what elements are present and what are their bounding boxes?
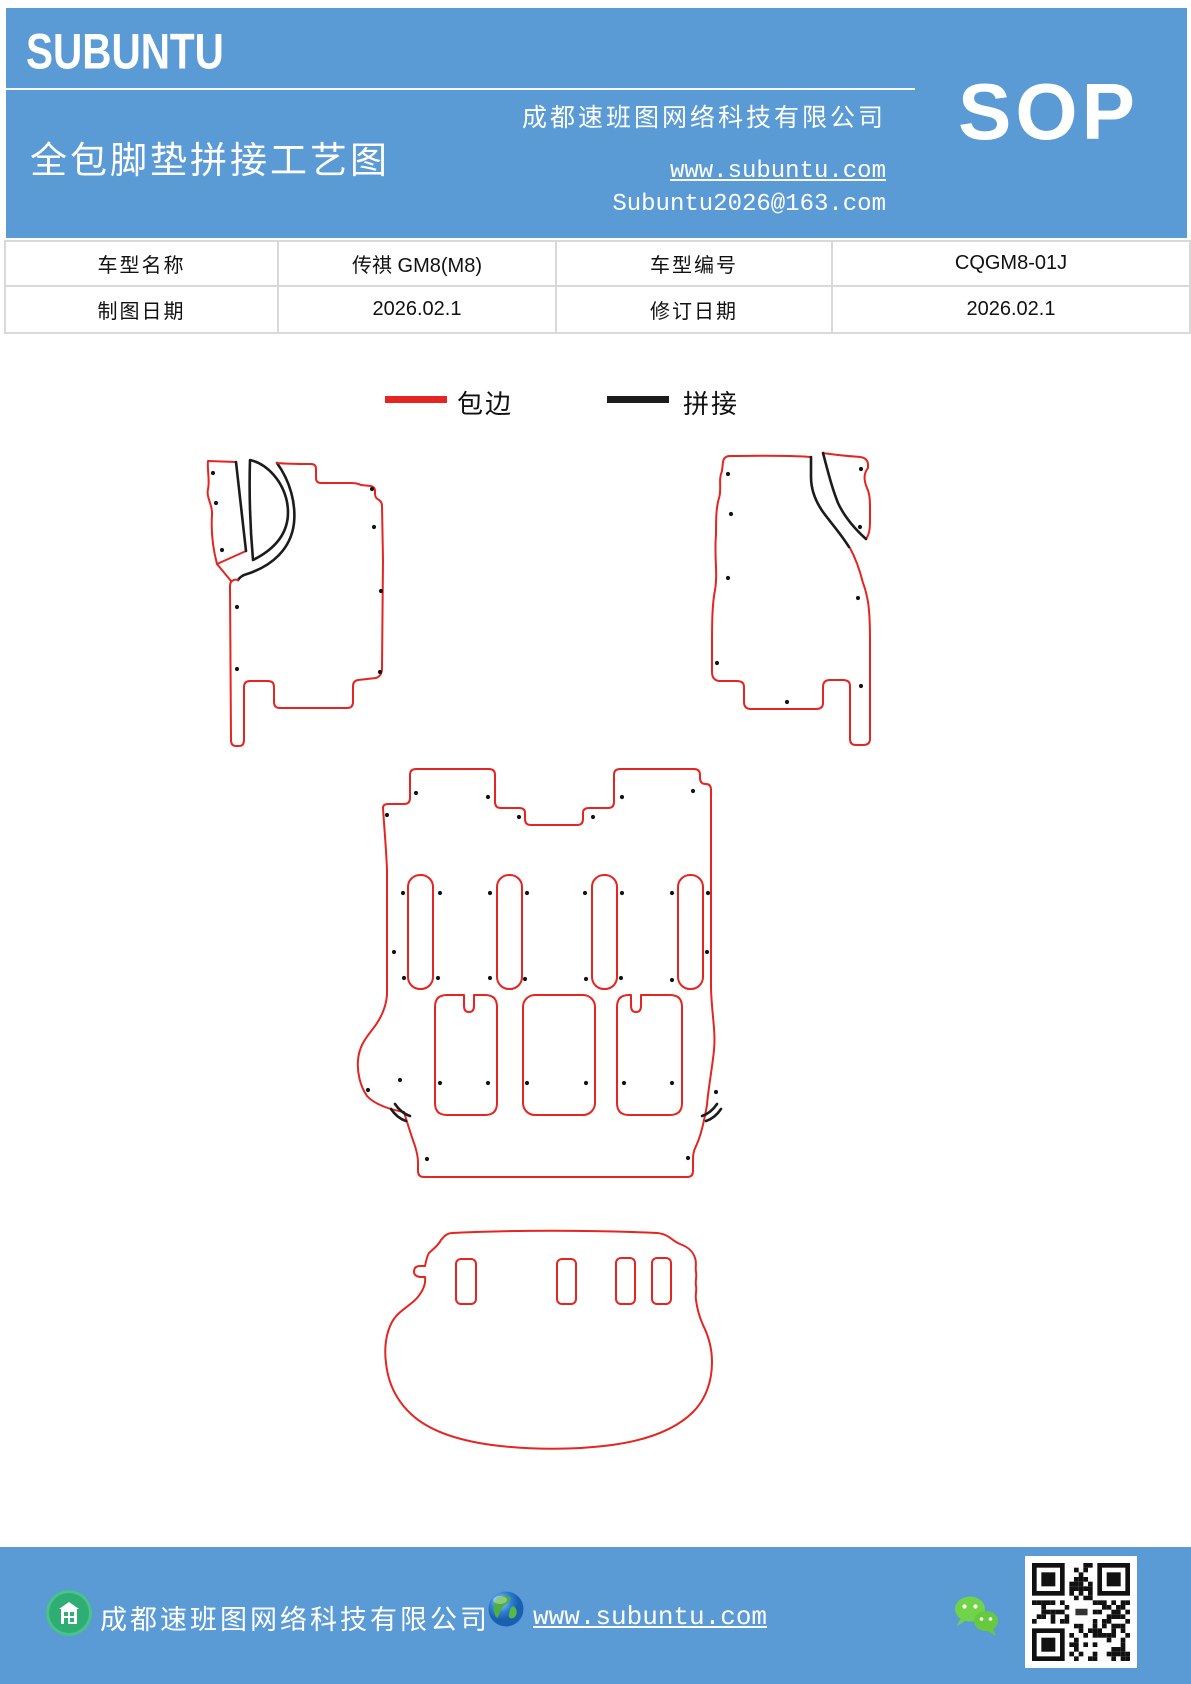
wechat-qr-code [1025, 1556, 1137, 1668]
page-title: 全包脚垫拼接工艺图 [30, 141, 390, 182]
driver-front-mat [206, 458, 384, 747]
passenger-corner-splice-outer [821, 451, 868, 541]
header-band: SUBUNTU 全包脚垫拼接工艺图 成都速班图网络科技有限公司 www.subu… [6, 8, 1187, 238]
value-draw-date: 2026.02.1 [279, 287, 557, 332]
middle-slot-1 [407, 874, 434, 990]
label-model-name: 车型名称 [6, 242, 279, 287]
middle-slot-4 [677, 874, 704, 990]
middle-row-full-mat [356, 768, 723, 1178]
label-model-code: 车型编号 [557, 242, 833, 287]
trunk-slot-3 [615, 1257, 636, 1305]
footer-company-name: 成都速班图网络科技有限公司 [100, 1605, 490, 1635]
passenger-main-outline [711, 454, 871, 746]
middle-slot-3 [591, 874, 618, 990]
trunk-slot-2 [556, 1258, 577, 1305]
vehicle-info-table: 车型名称 传祺 GM8(M8) 车型编号 CQGM8-01J 制图日期 2026… [4, 240, 1191, 334]
driver-main-outline [229, 462, 384, 747]
legend-bind-label: 包边 [457, 390, 514, 419]
doc-type-label: SOP [958, 67, 1139, 156]
header-company-name: 成都速班图网络科技有限公司 [521, 105, 886, 132]
value-model-name: 传祺 GM8(M8) [279, 242, 557, 287]
trunk-mat [384, 1229, 713, 1450]
trunk-slot-1 [455, 1258, 477, 1305]
footer-website-link[interactable]: www.subuntu.com [533, 1602, 768, 1632]
legend-bind-swatch [385, 396, 447, 403]
middle-opening-left [434, 994, 498, 1116]
header-email: Subuntu2026@163.com [612, 191, 886, 218]
qr-pattern [1032, 1563, 1130, 1661]
driver-insert-splice-outline [248, 458, 290, 562]
wechat-icon [955, 1596, 998, 1636]
middle-splice-tick-right-a [700, 1102, 719, 1118]
driver-side-strip-outline [206, 460, 247, 565]
trunk-outline [384, 1229, 713, 1450]
fixing-point-dots [210, 466, 864, 1162]
legend-splice-label: 拼接 [683, 390, 740, 419]
company-building-icon [46, 1590, 92, 1636]
globe-icon [488, 1591, 524, 1627]
middle-splice-tick-left-b [389, 1107, 408, 1123]
middle-splice-tick-right-b [704, 1107, 723, 1123]
brand-logo: SUBUNTU [26, 23, 224, 80]
middle-mat-outline [356, 768, 716, 1178]
header-divider-line [6, 88, 915, 90]
building-glyph [59, 1602, 79, 1624]
passenger-corner-piece-outline [822, 452, 871, 540]
value-model-code: CQGM8-01J [833, 242, 1189, 287]
driver-bridge-edge [216, 563, 232, 582]
label-draw-date: 制图日期 [6, 287, 279, 332]
driver-strip-splice-line [234, 460, 248, 553]
header-website-link[interactable]: www.subuntu.com [669, 158, 886, 185]
middle-splice-tick-left-a [393, 1102, 412, 1118]
passenger-corner-splice-inner [809, 455, 851, 549]
header-contact-block: 成都速班图网络科技有限公司 www.subuntu.com Subuntu202… [522, 98, 886, 218]
mat-pattern-drawing [206, 451, 871, 1450]
middle-slot-2 [496, 874, 523, 990]
middle-opening-right [616, 994, 683, 1116]
passenger-front-mat [711, 451, 871, 746]
middle-opening-center [522, 994, 596, 1116]
legend-splice-swatch [607, 396, 669, 403]
legend: 包边 拼接 [0, 384, 1191, 419]
value-revise-date: 2026.02.1 [966, 298, 1056, 320]
label-revise-date: 修订日期 [557, 287, 833, 332]
trunk-slot-4 [651, 1257, 672, 1305]
driver-seam-curve [236, 461, 296, 582]
